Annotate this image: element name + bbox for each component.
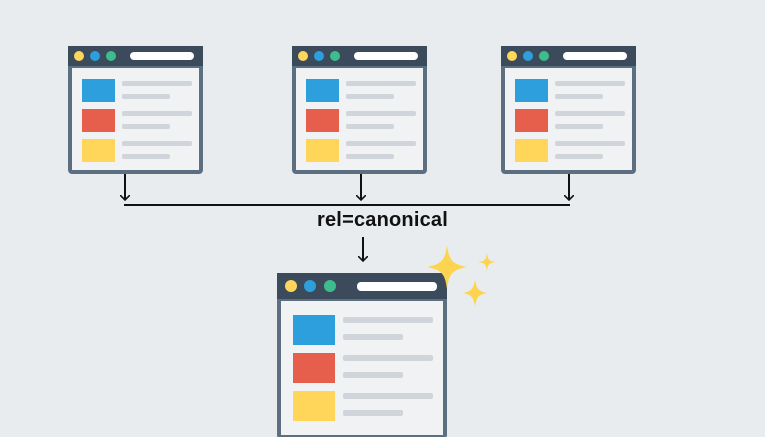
duplicate-page-3 <box>501 46 636 174</box>
yellow-dot-icon <box>298 51 308 61</box>
titlebar <box>68 46 203 66</box>
rel-canonical-label: rel=canonical <box>317 209 448 231</box>
yellow-dot-icon <box>74 51 84 61</box>
text-line <box>122 124 170 129</box>
text-line <box>343 410 403 416</box>
yellow-block <box>293 391 335 421</box>
blue-block <box>293 315 335 345</box>
page-body <box>281 301 443 435</box>
text-line <box>555 124 603 129</box>
red-block <box>293 353 335 383</box>
text-line <box>346 141 416 146</box>
text-line <box>555 94 603 99</box>
blue-block <box>515 79 548 102</box>
sparkle-small-icon <box>478 253 496 271</box>
red-block <box>515 109 548 132</box>
address-bar <box>563 52 627 60</box>
address-bar <box>357 282 437 291</box>
duplicate-page-1 <box>68 46 203 174</box>
text-line <box>555 81 625 86</box>
text-line <box>346 154 394 159</box>
text-line <box>343 372 403 378</box>
red-block <box>82 109 115 132</box>
blue-dot-icon <box>314 51 324 61</box>
page-body <box>296 68 423 170</box>
sparkle-medium-icon <box>463 280 487 306</box>
sparkle-icon <box>427 245 496 306</box>
blue-dot-icon <box>304 280 316 292</box>
text-line <box>122 141 192 146</box>
yellow-block <box>306 139 339 162</box>
text-line <box>122 94 170 99</box>
red-block <box>306 109 339 132</box>
yellow-dot-icon <box>285 280 297 292</box>
blue-dot-icon <box>90 51 100 61</box>
yellow-dot-icon <box>507 51 517 61</box>
yellow-block <box>515 139 548 162</box>
text-line <box>343 393 433 399</box>
page-body <box>72 68 199 170</box>
address-bar <box>354 52 418 60</box>
text-line <box>122 154 170 159</box>
blue-block <box>306 79 339 102</box>
blue-dot-icon <box>523 51 533 61</box>
text-line <box>346 124 394 129</box>
titlebar <box>277 273 447 299</box>
text-line <box>346 111 416 116</box>
green-dot-icon <box>324 280 336 292</box>
sparkle-large-icon <box>427 245 467 289</box>
canonical-page <box>277 273 447 437</box>
text-line <box>555 141 625 146</box>
green-dot-icon <box>106 51 116 61</box>
text-line <box>343 334 403 340</box>
text-line <box>555 111 625 116</box>
yellow-block <box>82 139 115 162</box>
address-bar <box>130 52 194 60</box>
text-line <box>122 111 192 116</box>
text-line <box>122 81 192 86</box>
green-dot-icon <box>330 51 340 61</box>
text-line <box>343 317 433 323</box>
text-line <box>555 154 603 159</box>
page-body <box>505 68 632 170</box>
blue-block <box>82 79 115 102</box>
text-line <box>343 355 433 361</box>
text-line <box>346 81 416 86</box>
text-line <box>346 94 394 99</box>
duplicate-page-2 <box>292 46 427 174</box>
titlebar <box>501 46 636 66</box>
titlebar <box>292 46 427 66</box>
green-dot-icon <box>539 51 549 61</box>
